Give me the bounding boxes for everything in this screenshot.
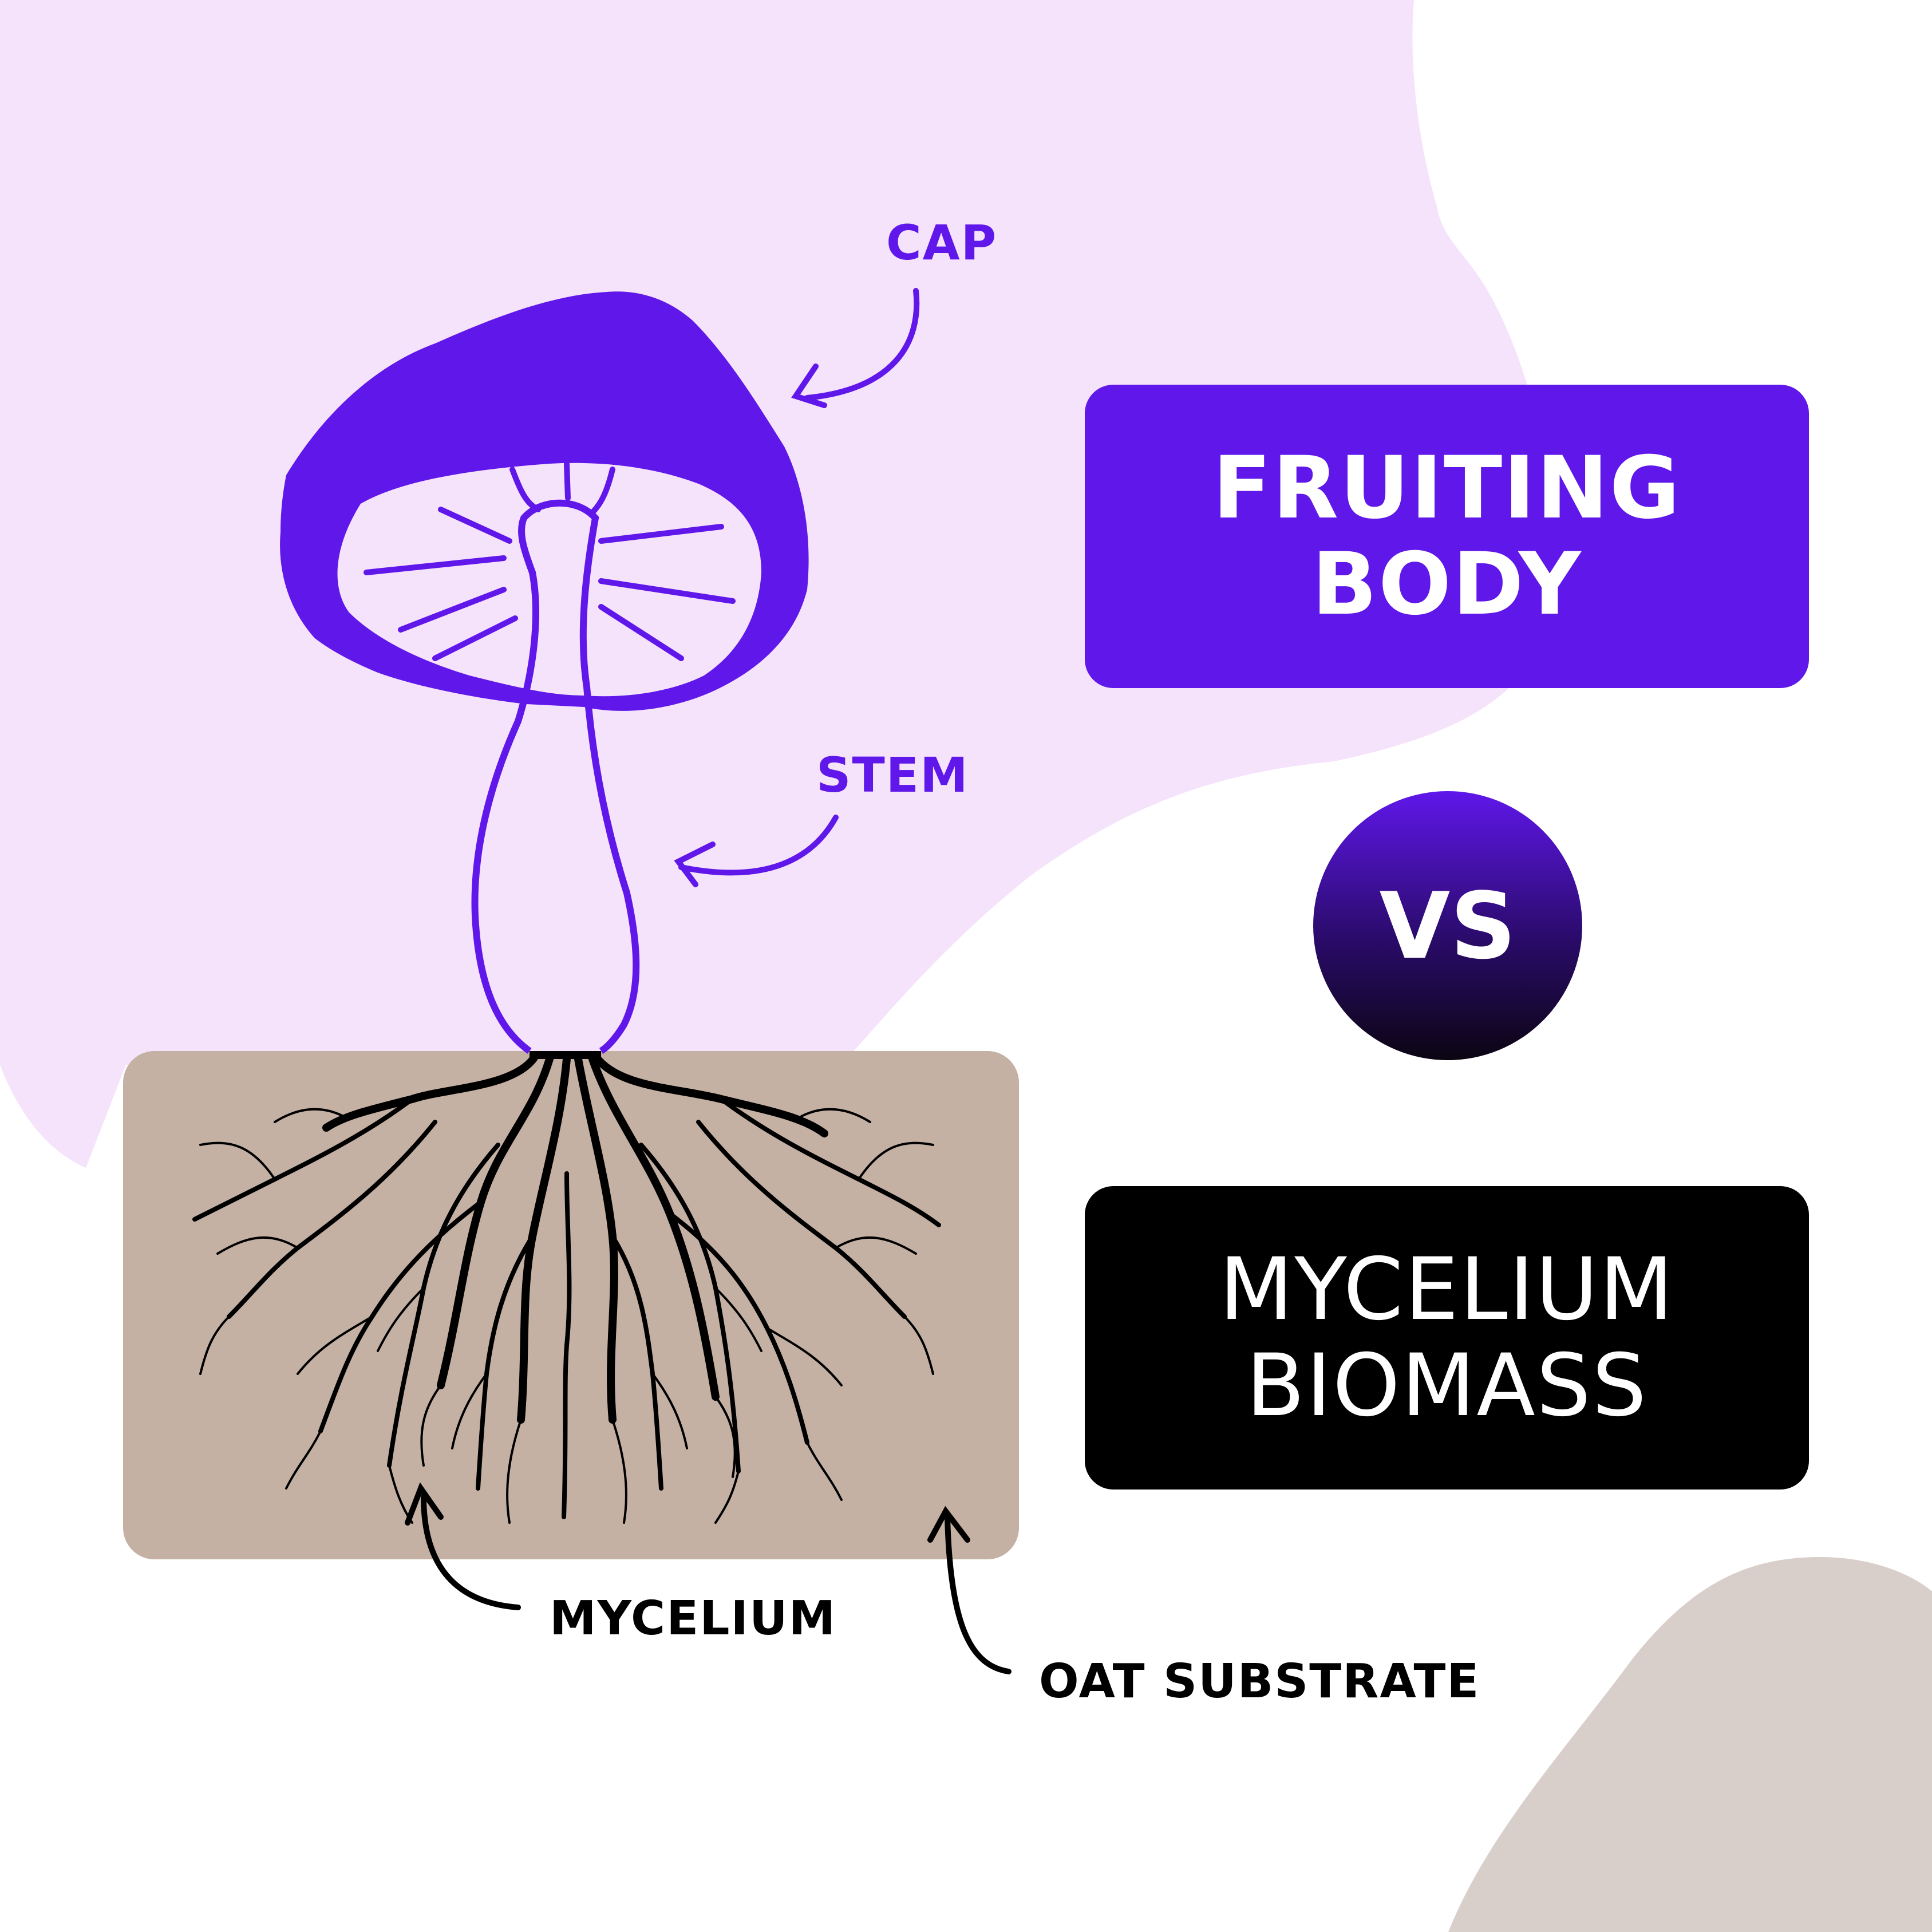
mushroom-icon	[280, 291, 809, 1054]
mycelium-biomass-line2: BIOMASS	[1246, 1336, 1648, 1436]
vs-circle: VS	[1313, 791, 1582, 1060]
substrate-arrow	[927, 1506, 1012, 1674]
oat-substrate-label: OAT SUBSTRATE	[1039, 1654, 1480, 1709]
cap-label: CAP	[886, 215, 998, 271]
fruiting-body-box: FRUITING BODY	[1085, 385, 1809, 688]
mycelium-label: MYCELIUM	[550, 1591, 837, 1646]
fruiting-body-line2: BODY	[1311, 535, 1582, 634]
stem-label: STEM	[816, 747, 969, 803]
mycelium-roots-icon	[192, 1051, 941, 1524]
mycelium-arrow	[405, 1482, 521, 1610]
mycelium-biomass-box: MYCELIUM BIOMASS	[1085, 1186, 1809, 1490]
stem-arrow	[674, 815, 839, 887]
fruiting-body-line1: FRUITING	[1212, 438, 1681, 538]
cap-arrow	[791, 288, 920, 408]
taupe-blob	[1448, 1557, 1932, 1932]
mycelium-biomass-line1: MYCELIUM	[1219, 1240, 1675, 1340]
vs-label: VS	[1379, 872, 1516, 979]
